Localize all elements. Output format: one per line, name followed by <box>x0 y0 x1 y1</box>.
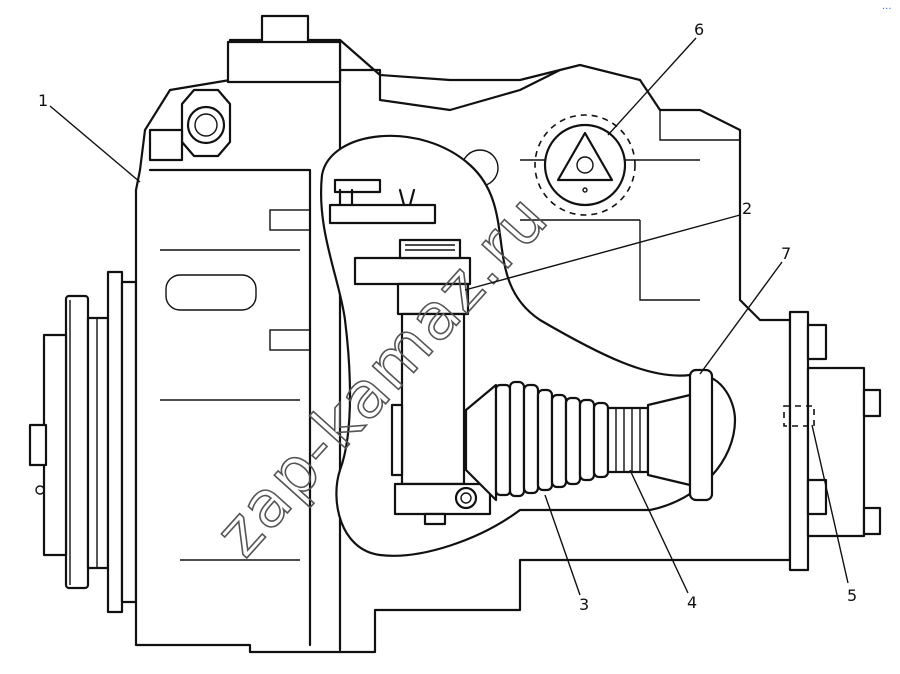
governor-plunger <box>328 178 492 526</box>
corner-mark: ··· <box>882 4 892 15</box>
callout-7: 7 <box>781 244 791 263</box>
callout-1: 1 <box>38 91 48 110</box>
callout-6: 6 <box>694 20 704 39</box>
port-cap <box>534 114 636 216</box>
callout-5: 5 <box>847 586 857 605</box>
callout-4: 4 <box>687 593 697 612</box>
callout-3: 3 <box>579 595 589 614</box>
end-cap <box>783 310 882 572</box>
leader-lines <box>49 37 849 596</box>
spring-assembly <box>464 368 714 502</box>
callout-2: 2 <box>742 199 752 218</box>
drive-coupling <box>28 270 138 614</box>
fuel-fitting <box>148 88 232 162</box>
